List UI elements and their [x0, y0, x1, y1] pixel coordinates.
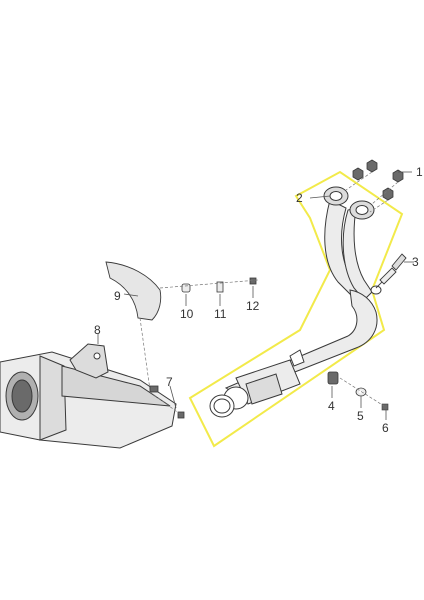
- callout-4: 4: [328, 399, 335, 413]
- callout-3: 3: [412, 255, 419, 269]
- heat-shield: [105, 261, 162, 321]
- callout-6: 6: [382, 421, 389, 435]
- pipe-nut: [327, 371, 339, 385]
- oxygen-sensor: [375, 253, 407, 289]
- leader-lines: [97, 171, 414, 420]
- callout-11: 11: [214, 307, 227, 321]
- callout-5: 5: [357, 409, 364, 423]
- muffler: [0, 343, 177, 449]
- callout-8: 8: [94, 323, 101, 337]
- muffler-clamp-bolt: [149, 385, 185, 419]
- callout-12: 12: [246, 299, 260, 313]
- header-pipe: [209, 186, 382, 418]
- callout-7: 7: [166, 375, 173, 389]
- bolt: [339, 377, 389, 411]
- callout-9: 9: [114, 289, 121, 303]
- callout-2: 2: [296, 191, 303, 205]
- heat-shield-hardware: [181, 277, 257, 293]
- callout-1: 1: [416, 165, 423, 179]
- flange-nuts: [352, 159, 404, 201]
- header-pipe-highlight: [188, 170, 404, 448]
- callout-10: 10: [180, 307, 194, 321]
